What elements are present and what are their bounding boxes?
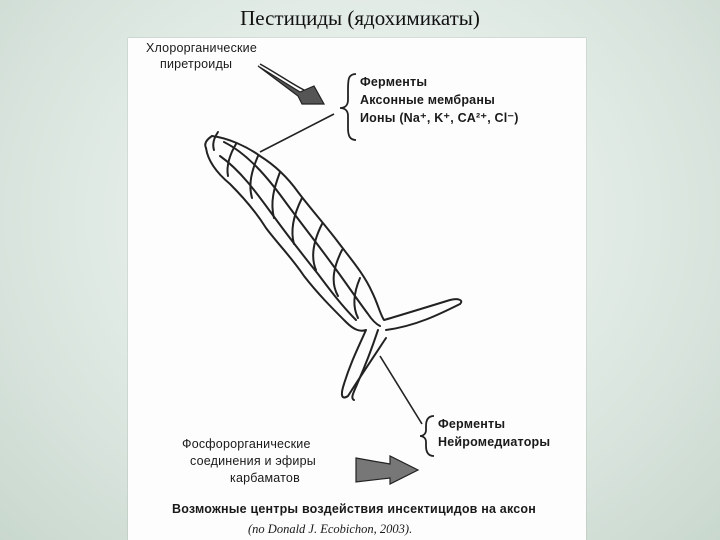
upper-pointer-line	[259, 113, 335, 153]
diagram-figure: Хлорорганические пиретроиды Ферменты Акс…	[128, 38, 586, 540]
axon-diagram	[204, 63, 463, 485]
organophosphate-label-line1: Фосфорорганические	[182, 437, 311, 451]
lower-pointer-line	[379, 355, 423, 425]
lower-target-neurotransmitters: Нейромедиаторы	[438, 435, 551, 449]
organochlorine-arrow	[257, 63, 326, 105]
slide-title: Пестициды (ядохимикаты)	[240, 6, 480, 30]
axon-shape	[204, 131, 463, 401]
upper-brace	[339, 73, 357, 141]
organochlorine-label-line1: Хлорорганические	[146, 41, 258, 55]
lower-target-enzymes: Ферменты	[438, 417, 506, 431]
upper-target-membranes: Аксонные мембраны	[360, 93, 495, 107]
organophosphate-arrow	[355, 455, 420, 485]
organophosphate-label-line3: карбаматов	[230, 471, 300, 485]
organophosphate-label-line2: соединения и эфиры	[190, 454, 316, 468]
upper-target-enzymes: Ферменты	[360, 75, 428, 89]
figure-citation: (по Donald J. Ecobichon, 2003).	[248, 522, 413, 536]
figure-caption: Возможные центры воздействия инсектицидо…	[172, 502, 536, 516]
upper-target-ions: Ионы (Na⁺, K⁺, CA²⁺, Cl⁻)	[360, 111, 519, 125]
organochlorine-label-line2: пиретроиды	[160, 57, 233, 71]
lower-brace	[419, 415, 435, 457]
